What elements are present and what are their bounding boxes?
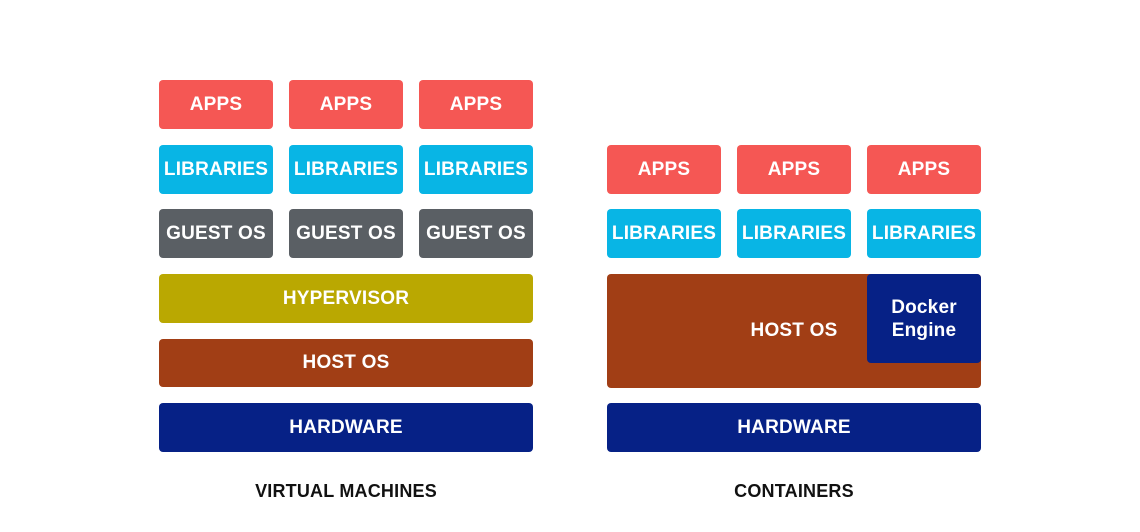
vm-libraries-block: LIBRARIES [419, 145, 533, 194]
vm-guest-os-block: GUEST OS [159, 209, 273, 258]
container-hardware-label: HARDWARE [737, 416, 851, 438]
vm-guest-os-label: GUEST OS [296, 222, 396, 244]
vm-hypervisor-block: HYPERVISOR [159, 274, 533, 323]
container-apps-block: APPS [867, 145, 981, 194]
vm-guest-os-label: GUEST OS [166, 222, 266, 244]
container-libraries-block: LIBRARIES [867, 209, 981, 258]
vm-guest-os-block: GUEST OS [419, 209, 533, 258]
vm-libraries-block: LIBRARIES [289, 145, 403, 194]
container-hardware-block: HARDWARE [607, 403, 981, 452]
vm-apps-label: APPS [189, 93, 243, 115]
container-apps-label: APPS [767, 158, 821, 180]
vm-caption: VIRTUAL MACHINES [255, 481, 437, 501]
vm-host-os-label: HOST OS [302, 352, 390, 373]
containers-caption: CONTAINERS [734, 481, 854, 501]
container-apps-block: APPS [737, 145, 851, 194]
vm-guest-os-block: GUEST OS [289, 209, 403, 258]
vm-guest-os-label: GUEST OS [426, 222, 526, 244]
container-libraries-label: LIBRARIES [611, 222, 717, 244]
vm-host-os-block: HOST OS [159, 339, 533, 387]
vm-libraries-label: LIBRARIES [163, 158, 269, 180]
docker-engine-label: Docker Engine [891, 296, 957, 341]
vm-libraries-label: LIBRARIES [423, 158, 529, 180]
container-libraries-block: LIBRARIES [607, 209, 721, 258]
vm-hypervisor-label: HYPERVISOR [282, 287, 410, 309]
container-apps-block: APPS [607, 145, 721, 194]
container-apps-label: APPS [897, 158, 951, 180]
vm-apps-label: APPS [449, 93, 503, 115]
vm-libraries-block: LIBRARIES [159, 145, 273, 194]
docker-engine-block: Docker Engine [867, 274, 981, 363]
vm-hardware-block: HARDWARE [159, 403, 533, 452]
container-libraries-label: LIBRARIES [741, 222, 847, 244]
vm-apps-label: APPS [319, 93, 373, 115]
vm-libraries-label: LIBRARIES [293, 158, 399, 180]
container-libraries-block: LIBRARIES [737, 209, 851, 258]
vm-apps-block: APPS [289, 80, 403, 129]
container-libraries-label: LIBRARIES [871, 222, 977, 244]
vm-apps-block: APPS [159, 80, 273, 129]
container-host-os-label: HOST OS [750, 320, 838, 341]
container-apps-label: APPS [637, 158, 691, 180]
vm-hardware-label: HARDWARE [289, 416, 403, 438]
vm-apps-block: APPS [419, 80, 533, 129]
